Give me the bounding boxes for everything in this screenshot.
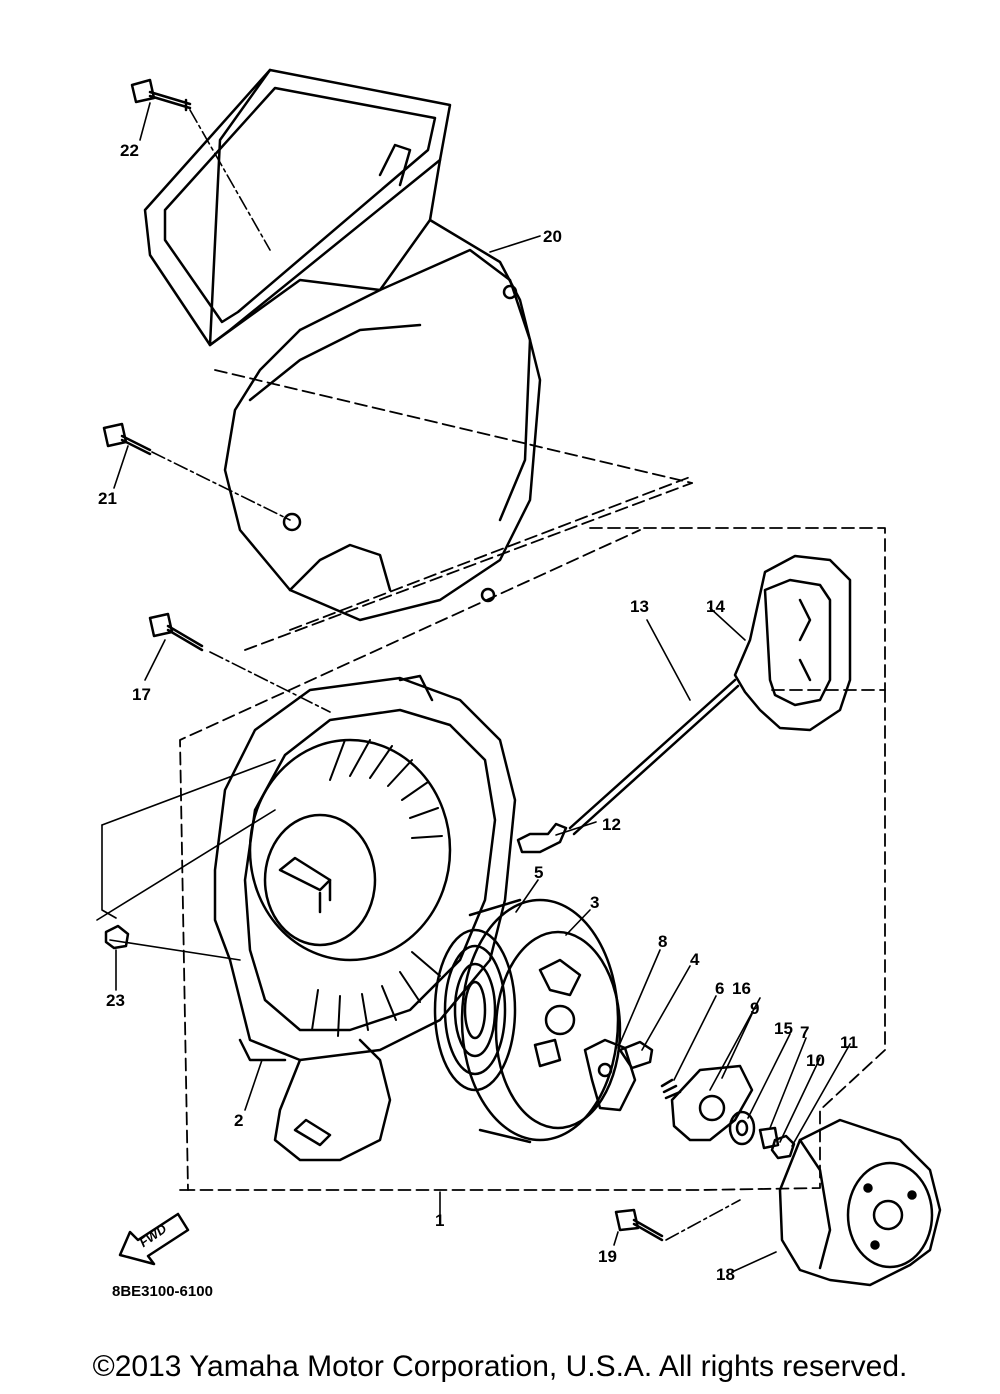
bolt-10-part <box>758 1126 780 1150</box>
callout-17: 17 <box>132 685 151 704</box>
diagram-part-code: 8BE3100-6100 <box>112 1283 213 1300</box>
callout-21: 21 <box>98 489 117 508</box>
callout-9: 9 <box>750 999 760 1018</box>
starter-handle-part <box>733 554 852 732</box>
bolt-19-part <box>614 1208 664 1242</box>
callout-4: 4 <box>690 950 700 969</box>
bolt-22-part <box>130 78 192 112</box>
pawl-spring-part <box>618 1040 654 1070</box>
bolt-17-part <box>148 612 204 652</box>
callout-6: 6 <box>715 979 725 998</box>
callout-8: 8 <box>658 932 668 951</box>
nut-23-part <box>104 924 130 950</box>
callout-18: 18 <box>716 1265 735 1284</box>
spiral-spring-part <box>433 928 517 1092</box>
callout-5: 5 <box>534 863 544 882</box>
callout-3: 3 <box>590 893 600 912</box>
reference-lines <box>151 109 741 1241</box>
washer-part <box>728 1110 756 1146</box>
copyright-notice: ©2013 Yamaha Motor Corporation, U.S.A. A… <box>92 1350 908 1383</box>
starter-case-part <box>213 674 517 1162</box>
starter-pulley-part <box>778 1118 942 1287</box>
callout-12: 12 <box>602 815 621 834</box>
callout-10: 10 <box>806 1051 825 1070</box>
callout-15: 15 <box>774 1019 793 1038</box>
callout-19: 19 <box>598 1247 617 1266</box>
rope-guide-part <box>516 822 568 854</box>
pawl-part <box>583 1038 637 1112</box>
callout-2: 2 <box>234 1111 244 1130</box>
callout-20: 20 <box>543 227 562 246</box>
leader-lines <box>96 102 851 1273</box>
callout-14: 14 <box>706 597 725 616</box>
callout-16: 16 <box>732 979 751 998</box>
callout-1: 1 <box>435 1211 445 1230</box>
nut-11-part <box>770 1134 796 1160</box>
sheave-drum-part <box>460 898 622 1144</box>
callout-23: 23 <box>106 991 125 1010</box>
fan-shroud-part <box>143 68 542 622</box>
callout-22: 22 <box>120 141 139 160</box>
assembly-boundary <box>179 369 886 1191</box>
callout-7: 7 <box>800 1023 810 1042</box>
forward-arrow-icon <box>118 1212 190 1266</box>
starter-rope-part <box>568 678 740 836</box>
callout-11: 11 <box>840 1033 858 1052</box>
bolt-21-part <box>102 422 152 456</box>
callout-13: 13 <box>630 597 649 616</box>
friction-plate-part <box>670 1064 754 1142</box>
